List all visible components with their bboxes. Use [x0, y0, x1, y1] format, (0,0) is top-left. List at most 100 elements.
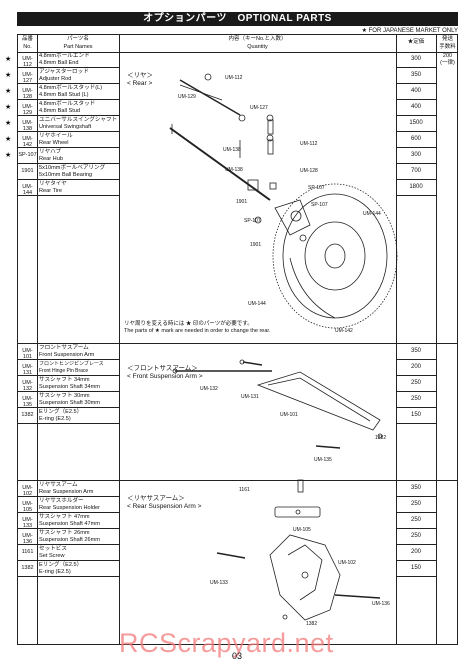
rear-label-en: < Rear >: [127, 80, 153, 87]
part-name-en: Front Suspension Arm: [39, 351, 95, 358]
star-mark: ★: [5, 88, 12, 95]
diagram-tag: UM-132: [200, 386, 218, 392]
diagram-tag: UM-105: [293, 527, 311, 533]
part-name-jp: 4.8mmボールスタッド: [39, 101, 96, 107]
rear-suspension-holder: [274, 479, 321, 518]
star-mark: ★: [5, 104, 12, 111]
part-name-jp: フロントヒンジピンブレース: [39, 361, 104, 367]
price: 300: [410, 56, 421, 62]
header-no-en: No.: [23, 43, 32, 50]
price: 400: [410, 104, 421, 110]
header-qty: 内容（キーNo.と入数） Quantity: [119, 35, 396, 52]
price: 250: [410, 380, 421, 386]
part-name-jp: フロントサスアーム: [39, 345, 89, 351]
part-number: 1382: [21, 412, 34, 418]
price: 250: [410, 517, 421, 523]
shipping-fee-note: (一律): [440, 59, 455, 66]
header-send-jp: 発送: [441, 36, 453, 42]
part-name-en: Rear Tire: [39, 187, 63, 194]
parts-table: 品番 No. パーツ名 Part Names 内容（キーNo.と入数） Quan…: [5, 34, 458, 645]
part-number: UM-105: [22, 501, 33, 513]
rear-wheel-tire: [272, 183, 398, 329]
diagram-tag: UM-138: [223, 147, 241, 153]
part-name-jp: 4.8mmボールエンド: [39, 53, 90, 59]
diagram-tag: SP-107: [244, 218, 261, 224]
watermark: RCScrapyard.net: [119, 628, 334, 658]
section-divider: [18, 480, 457, 481]
rear-arm-label-en: < Rear Suspension Arm >: [127, 503, 202, 510]
rear-arm-label-jp: ＜リヤサスアーム＞: [127, 495, 185, 502]
price: 250: [410, 533, 421, 539]
part-number: UM-144: [22, 184, 33, 196]
shipping-fee-value: 200: [442, 53, 453, 59]
part-name-jp: セットビス: [39, 546, 67, 552]
front-suspension-arm: [256, 371, 383, 449]
price: 400: [410, 88, 421, 94]
price: 250: [410, 396, 421, 402]
rear-note-en: The parts of ★ mark are needed in order …: [124, 328, 271, 334]
diagram-tag: UM-127: [250, 105, 268, 111]
part-name-en: Front Hinge Pin Brace: [39, 367, 89, 374]
part-name-jp: 4.8mmボールスタッド(L): [39, 85, 103, 91]
rear-adjuster-rod: [179, 73, 246, 122]
part-number: UM-101: [22, 348, 33, 360]
diagram-tag: UM-129: [178, 94, 196, 100]
part-name-en: 4.8mm Ball End: [39, 59, 79, 66]
star-mark: ★: [5, 152, 12, 159]
diagram-tag: UM-133: [210, 580, 228, 586]
price: 150: [410, 412, 421, 418]
header-qty-en: Quantity: [247, 43, 268, 50]
star-mark: ★: [5, 136, 12, 143]
part-name-en: 4.8mm Ball Stud: [39, 107, 81, 114]
part-number: UM-112: [22, 56, 33, 68]
part-name-jp: リヤサスアーム: [39, 482, 78, 488]
part-name-en: Suspension Shaft 47mm: [39, 520, 100, 527]
diagram-tag: UM-112: [300, 141, 318, 147]
part-name: Eリング（E2.5）E-ring (E2.5): [39, 409, 119, 422]
price: 200: [410, 364, 421, 370]
star-mark: ★: [5, 56, 12, 63]
diagram-tag: 1901: [250, 242, 262, 248]
header-qty-jp: 内容（キーNo.と入数）: [228, 36, 287, 42]
part-number: UM-138: [22, 120, 33, 132]
diagram-tag: SP-107: [308, 185, 325, 191]
diagram-tag: SP-107: [311, 202, 328, 208]
part-number: 1901: [21, 168, 34, 174]
header-price: ★定価: [407, 39, 425, 45]
part-name-en: Suspension Shaft 30mm: [39, 399, 100, 406]
header-name: パーツ名 Part Names: [37, 35, 119, 52]
col-divider: [396, 35, 397, 644]
part-number: UM-127: [22, 72, 33, 84]
part-name-jp: リヤサスホルダー: [39, 498, 84, 504]
shipping-fee: 200(一律): [438, 53, 457, 66]
part-number: UM-136: [22, 533, 33, 545]
part-name-en: Set Screw: [39, 552, 65, 559]
diagram-tag: UM-135: [314, 457, 332, 463]
part-number: UM-128: [22, 88, 33, 100]
table-header: 品番 No. パーツ名 Part Names 内容（キーNo.と入数） Quan…: [18, 35, 457, 53]
front-arm-label-jp: ＜フロントサスアーム＞: [127, 365, 198, 372]
part-name-en: E-ring (E2.5): [39, 568, 71, 575]
part-name-en: Rear Suspension Arm: [39, 488, 94, 495]
section-divider: [18, 343, 457, 344]
part-name-jp: サスシャフト 34mm: [39, 377, 90, 383]
part-number: UM-135: [22, 396, 33, 408]
part-name-en: 5x10mm Ball Bearing: [39, 171, 93, 178]
part-name-jp: リヤホイール: [39, 133, 73, 139]
